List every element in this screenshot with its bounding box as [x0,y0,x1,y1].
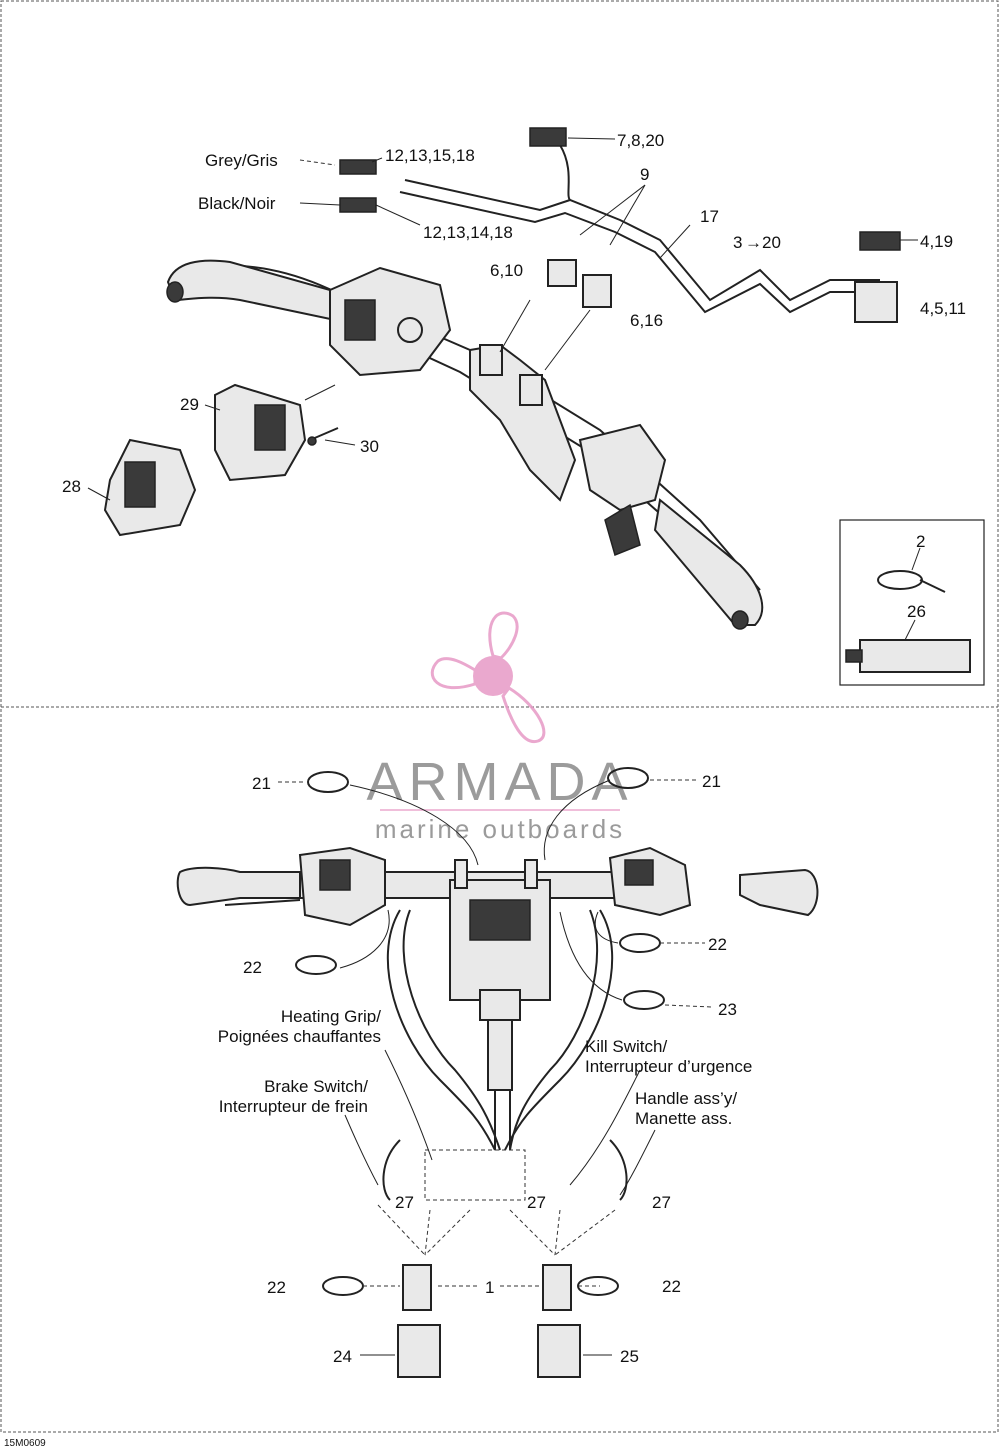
tie-22-bottom-right [577,1276,619,1296]
tie-21-right [607,767,649,789]
callout-22-left: 22 [243,958,262,977]
bottom-labels: 21 21 22 22 23 Heating Grip/ Poignées ch… [218,772,752,1366]
callout-3: 3 [733,233,742,252]
callout-27-a: 27 [395,1193,414,1212]
caption-brake-line2: Interrupteur de frein [219,1097,368,1116]
wire-label-grey: Grey/Gris [205,151,278,170]
watermark-tagline: marine outboards [375,814,625,844]
caption-heating-line1: Heating Grip/ [281,1007,381,1026]
figure-code: 15M0609 [4,1438,46,1449]
callout-17: 17 [700,207,719,226]
caption-kill-line2: Interrupteur d’urgence [585,1057,752,1076]
connector-25 [537,1324,581,1378]
top-labels: Grey/Gris Black/Noir 7,8,20 12,13,15,18 … [62,131,966,621]
tie-22-left [295,955,337,975]
handlebar-assembly [166,259,764,630]
caption-handle-line1: Handle ass’y/ [635,1089,737,1108]
tie-21-left [307,771,349,793]
callout-23: 23 [718,1000,737,1019]
arrow-glyph: → [745,233,762,252]
switch-module-exploded [103,383,339,537]
callout-6-16: 6,16 [630,311,663,330]
tie-22-bottom-left [322,1276,364,1296]
caption-brake-line1: Brake Switch/ [264,1077,368,1096]
callout-22-bottom-right: 22 [662,1277,681,1296]
sleeve-1-right [542,1264,572,1311]
handlebar-front-view [176,846,819,1091]
tie-23 [623,990,665,1010]
callout-4-5-11: 4,5,11 [920,299,966,318]
callout-21-left: 21 [252,774,271,793]
wiring-harness-bottom [382,909,628,1201]
armada-watermark: ARMADA marine outboards [366,611,633,844]
inset-callout-2: 2 [916,532,925,551]
inset-parts [845,547,971,673]
callout-22-right: 22 [708,935,727,954]
watermark-brand: ARMADA [366,752,633,812]
callout-1: 1 [485,1278,494,1297]
callout-22-bottom-left: 22 [267,1278,286,1297]
callout-7-8-20: 7,8,20 [617,131,664,150]
callout-27-c: 27 [652,1193,671,1212]
callout-9: 9 [640,165,649,184]
callout-20: 20 [762,233,781,252]
sleeve-1-left [402,1264,432,1311]
callout-25: 25 [620,1347,639,1366]
callout-29: 29 [180,395,199,414]
caption-handle-line2: Manette ass. [635,1109,732,1128]
propeller-logo [430,611,546,744]
callout-12-13-14-18: 12,13,14,18 [423,223,513,242]
callout-28: 28 [62,477,81,496]
callout-21-right: 21 [702,772,721,791]
callout-12-13-15-18: 12,13,15,18 [385,146,475,165]
caption-kill-line1: Kill Switch/ [585,1037,667,1056]
inset-callout-26: 26 [907,602,926,621]
wiring-harness-top [339,127,901,323]
callout-30: 30 [360,437,379,456]
bottom-leader-lines [278,779,713,1356]
tie-22-right [619,933,661,953]
callout-27-b: 27 [527,1193,546,1212]
top-leader-lines [87,137,918,501]
wire-label-black: Black/Noir [198,194,276,213]
connector-24 [397,1324,441,1378]
callout-6-10: 6,10 [490,261,523,280]
bottom-hardware [295,767,665,1378]
callout-24: 24 [333,1347,352,1366]
caption-heating-line2: Poignées chauffantes [218,1027,381,1046]
callout-4-19: 4,19 [920,232,953,251]
